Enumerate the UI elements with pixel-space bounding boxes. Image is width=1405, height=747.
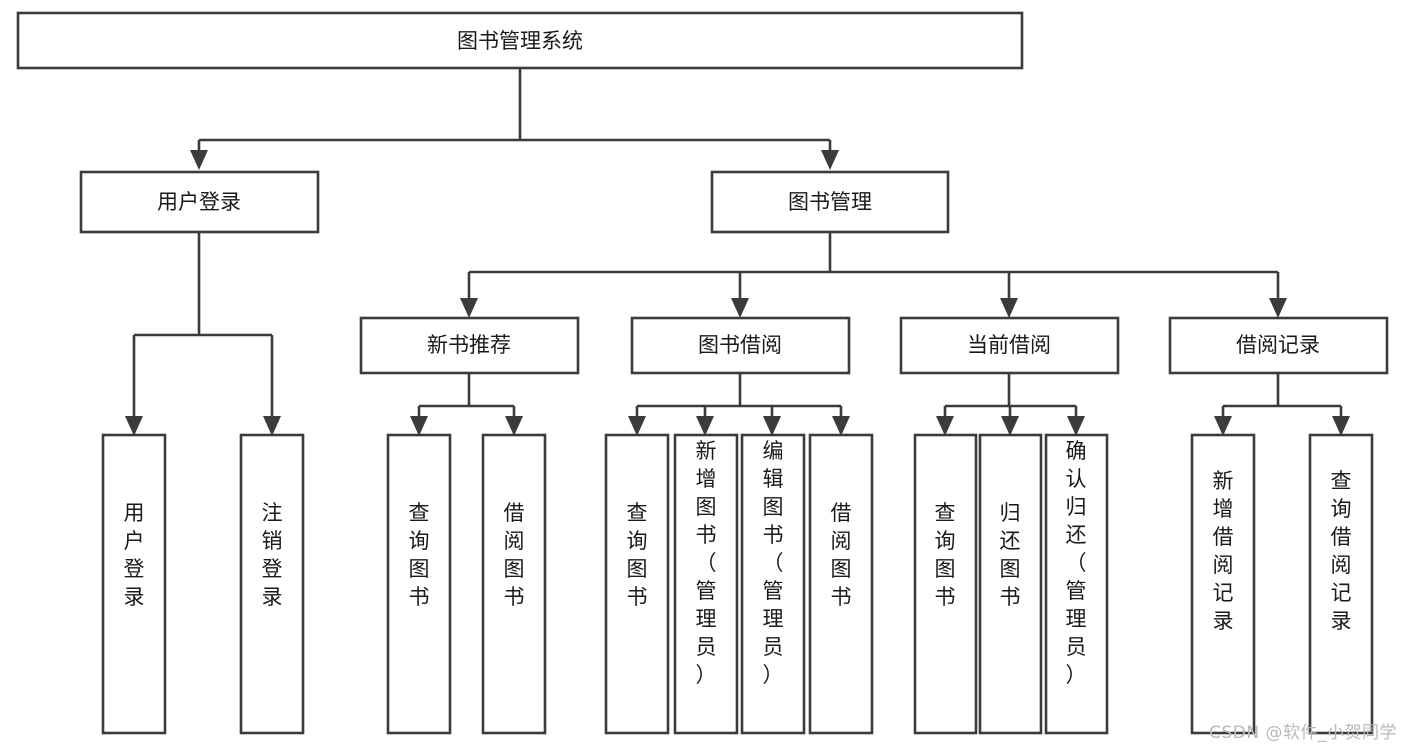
node-current-borrow-label: 当前借阅 — [967, 333, 1051, 357]
leaf-borrow-query-book-label: 查询图书 — [627, 501, 648, 609]
arrowhead-book-borrow — [731, 298, 749, 318]
leaf-record-add-label: 新增借阅记录 — [1213, 469, 1234, 633]
arrowhead-recommend-leaf-2 — [505, 416, 523, 436]
node-user-login[interactable]: 用户登录 — [79, 170, 320, 234]
leaf-borrow-edit-book[interactable]: 编辑图书（管理员） — [740, 433, 806, 735]
node-new-book-recommend-box[interactable] — [359, 316, 580, 375]
arrowhead-current-leaf-2 — [1001, 416, 1019, 436]
leaf-current-confirm-return-label: 确认归还（管理员） — [1066, 439, 1087, 687]
node-root-label: 图书管理系统 — [457, 29, 583, 53]
node-new-book-recommend[interactable]: 新书推荐 — [359, 316, 580, 375]
arrowhead-user-login — [190, 150, 208, 170]
leaf-recommend-query-book-box[interactable] — [386, 433, 452, 735]
node-new-book-recommend-label: 新书推荐 — [427, 333, 511, 357]
leaf-borrow-query-book-box[interactable] — [604, 433, 670, 735]
leaf-user-login-label: 用户登录 — [124, 501, 145, 609]
leaf-recommend-query-book-label: 查询图书 — [409, 501, 430, 609]
arrowhead-borrow-record — [1269, 298, 1287, 318]
node-current-borrow[interactable]: 当前借阅 — [899, 316, 1120, 375]
node-borrow-record-label: 借阅记录 — [1236, 333, 1320, 357]
arrowhead-new-book-recommend — [460, 298, 478, 318]
leaf-record-add-box[interactable] — [1190, 433, 1256, 735]
leaf-borrow-borrow-book-label: 借阅图书 — [831, 501, 852, 609]
arrowhead-current-leaf-3 — [1067, 416, 1085, 436]
arrowhead-record-leaf-1 — [1214, 416, 1232, 436]
node-book-manage-box[interactable] — [710, 170, 950, 234]
node-borrow-record-box[interactable] — [1168, 316, 1389, 375]
leaf-user-login-box[interactable] — [101, 433, 167, 735]
node-book-manage[interactable]: 图书管理 — [710, 170, 950, 234]
leaf-recommend-borrow-book-label: 借阅图书 — [504, 501, 525, 609]
arrowhead-recommend-leaf-1 — [410, 416, 428, 436]
leaf-user-logout-label: 注销登录 — [262, 501, 283, 609]
leaf-current-confirm-return[interactable]: 确认归还（管理员） — [1044, 433, 1109, 735]
node-current-borrow-box[interactable] — [899, 316, 1120, 375]
arrowhead-current-borrow — [1000, 298, 1018, 318]
leaf-recommend-query-book[interactable]: 查询图书 — [386, 433, 452, 735]
leaf-borrow-borrow-book-box[interactable] — [808, 433, 874, 735]
node-book-manage-label: 图书管理 — [788, 190, 872, 214]
node-user-login-box[interactable] — [79, 170, 320, 234]
leaf-record-query-label: 查询借阅记录 — [1331, 469, 1352, 633]
node-borrow-record[interactable]: 借阅记录 — [1168, 316, 1389, 375]
leaf-record-add[interactable]: 新增借阅记录 — [1190, 433, 1256, 735]
leaf-user-logout[interactable]: 注销登录 — [239, 433, 305, 735]
leaf-current-confirm-return-box[interactable] — [1044, 433, 1109, 735]
node-root-box[interactable] — [16, 11, 1024, 70]
node-book-borrow[interactable]: 图书借阅 — [630, 316, 851, 375]
leaf-current-query-book-box[interactable] — [913, 433, 978, 735]
leaf-current-return-book-label: 归还图书 — [1000, 501, 1021, 609]
arrowhead-current-leaf-1 — [936, 416, 954, 436]
arrowhead-record-leaf-2 — [1332, 416, 1350, 436]
node-user-login-label: 用户登录 — [157, 190, 241, 214]
leaf-borrow-edit-book-box[interactable] — [740, 433, 806, 735]
arrowhead-borrow-leaf-4 — [832, 416, 850, 436]
leaf-borrow-query-book[interactable]: 查询图书 — [604, 433, 670, 735]
leaf-borrow-add-book-label: 新增图书（管理员） — [696, 439, 717, 687]
leaf-user-logout-box[interactable] — [239, 433, 305, 735]
leaf-record-query-box[interactable] — [1308, 433, 1374, 735]
arrowhead-borrow-leaf-3 — [763, 416, 781, 436]
leaf-current-query-book-label: 查询图书 — [935, 501, 956, 609]
leaf-current-return-book[interactable]: 归还图书 — [978, 433, 1043, 735]
node-book-borrow-box[interactable] — [630, 316, 851, 375]
leaf-recommend-borrow-book-box[interactable] — [481, 433, 547, 735]
arrowhead-borrow-leaf-1 — [628, 416, 646, 436]
node-root[interactable]: 图书管理系统 — [16, 11, 1024, 70]
leaf-current-query-book[interactable]: 查询图书 — [913, 433, 978, 735]
leaf-borrow-add-book-box[interactable] — [673, 433, 739, 735]
leaf-borrow-add-book[interactable]: 新增图书（管理员） — [673, 433, 739, 735]
connectors — [125, 68, 1350, 436]
leaf-record-query[interactable]: 查询借阅记录 — [1308, 433, 1374, 735]
arrowhead-leaf-user-logout — [263, 416, 281, 436]
leaf-recommend-borrow-book[interactable]: 借阅图书 — [481, 433, 547, 735]
arrowhead-borrow-leaf-2 — [696, 416, 714, 436]
leaf-borrow-borrow-book[interactable]: 借阅图书 — [808, 433, 874, 735]
arrowhead-leaf-user-login — [125, 416, 143, 436]
leaf-borrow-edit-book-label: 编辑图书（管理员） — [763, 439, 784, 687]
arrowhead-book-manage — [821, 150, 839, 170]
leaf-current-return-book-box[interactable] — [978, 433, 1043, 735]
leaf-user-login[interactable]: 用户登录 — [101, 433, 167, 735]
node-book-borrow-label: 图书借阅 — [698, 333, 782, 357]
